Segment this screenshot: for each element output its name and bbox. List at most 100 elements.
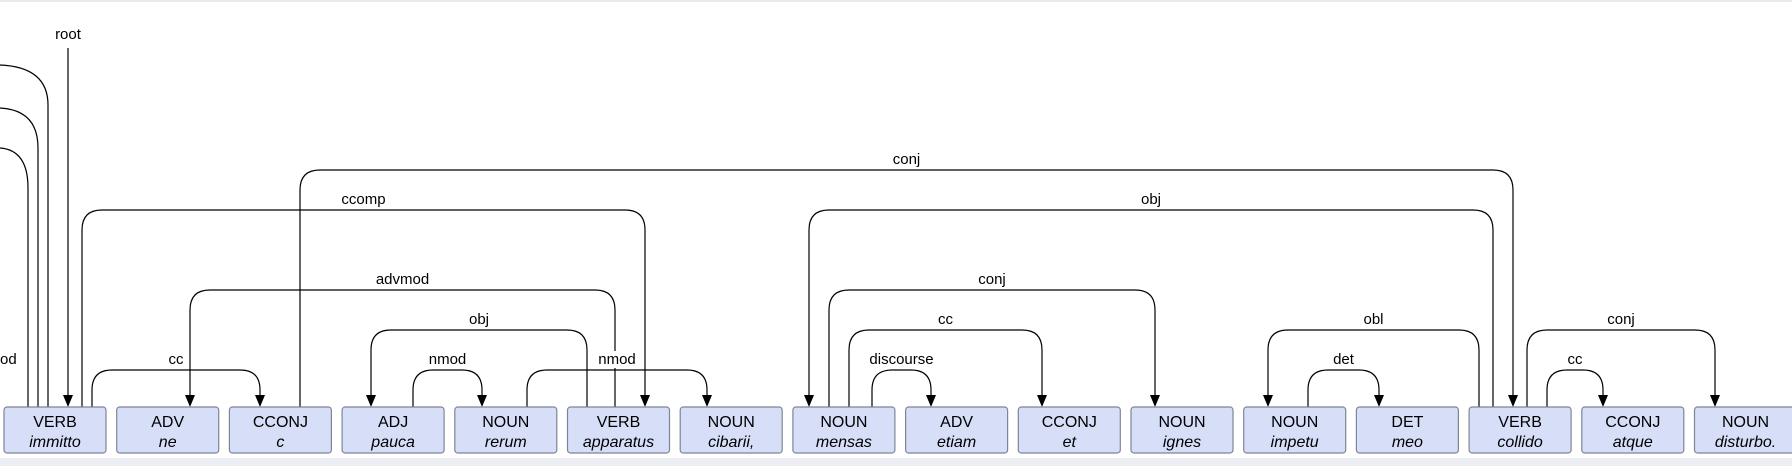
token-word: ignes [1163,434,1201,451]
token-box [228,406,332,454]
token-pos: NOUN [1271,414,1318,431]
token-word: meo [1392,434,1423,451]
token-box [3,406,107,454]
token-word: immitto [29,434,81,451]
dependency-arc [828,289,1156,407]
token-box [566,406,671,454]
token-pos: VERB [1498,414,1542,431]
arc-label: nmod [598,351,636,368]
dependency-arc [848,329,1043,407]
dependency-arc [189,289,616,407]
arrowhead [63,395,73,407]
arc-label: cc [938,311,954,328]
arc-label: conj [1607,311,1635,328]
arc-label: nmod [429,351,467,368]
token-word: apparatus [583,434,654,451]
arc-label-background [374,271,431,288]
dependency-arc [808,209,1494,407]
arrowhead [477,395,487,407]
token-box [904,406,1009,454]
token-word: rerum [485,434,527,451]
token-pos: VERB [33,414,77,431]
token-rerum: NOUN rerum [454,406,558,454]
partial-arc-left [0,147,29,407]
token-et: CCONJ et [1017,406,1121,454]
arrowhead [1263,395,1273,407]
arc-label: cc [1568,351,1584,368]
token-box [1243,406,1347,454]
token-pos: NOUN [1158,414,1205,431]
token-box [116,406,220,454]
arc-label-background [861,351,942,368]
dependency-arc [91,369,261,407]
token-pauca: ADJ pauca [341,406,445,454]
dependency-arc [871,369,932,407]
arrowhead [255,395,265,407]
token-meo: DET meo [1355,406,1460,454]
token-pos: NOUN [482,414,529,431]
dependency-arc [412,369,483,407]
token-atque: CCONJ atque [1581,406,1685,454]
arrowhead [1037,395,1047,407]
token-disturbo: NOUN disturbo. [1693,406,1792,454]
token-pos: CCONJ [1605,414,1660,431]
token-box [1693,406,1792,454]
arrowhead [1508,395,1518,407]
token-box [1581,406,1685,454]
arrowhead [1710,395,1720,407]
arrowhead [366,395,376,407]
token-pos: CCONJ [253,414,308,431]
arc-label-background [933,311,958,328]
token-pos: ADJ [378,414,408,431]
arrowhead [702,395,712,407]
dependency-arc [1526,329,1716,407]
arc-label: conj [893,151,921,168]
token-word: disturbo. [1715,434,1776,451]
partial-arc-left [0,64,49,407]
arrowhead [640,395,650,407]
token-pos: NOUN [708,414,755,431]
arc-label-background [597,351,637,368]
arc-label: cc [169,351,185,368]
arc-label: obl [1363,311,1383,328]
token-pos: NOUN [1722,414,1769,431]
token-box [1017,406,1121,454]
arrowhead [185,395,195,407]
arrowhead [804,395,814,407]
dependency-arc [1307,369,1380,407]
token-pos: DET [1391,414,1423,431]
token-word: pauca [370,434,415,451]
arc-label-background [1563,351,1587,368]
arc-label: ccomp [341,191,385,208]
token-pos: CCONJ [1042,414,1097,431]
arc-label-background [339,191,388,208]
top-border [0,0,1792,2]
token-pos: ADV [151,414,184,431]
arrowhead [1374,395,1384,407]
arc-label-background [886,151,927,168]
token-word: mensas [816,434,872,451]
root-label: root [55,26,82,43]
arc-label: advmod [376,271,429,288]
token-word: et [1063,434,1077,451]
arrowhead [926,395,936,407]
token-word: atque [1613,434,1653,451]
arrowhead [1598,395,1608,407]
tokens-layer: VERBimmittoADVneCCONJcADJpaucaNOUNrerumV… [3,406,1792,454]
arc-label-background [1601,311,1641,328]
dependency-arc [81,209,646,407]
token-mensas: NOUN mensas [792,406,896,454]
arc-label-background [972,271,1012,288]
arc-label-background [164,351,188,368]
arc-label: discourse [869,351,933,368]
token-pos: NOUN [820,414,867,431]
arc-label-background [1327,351,1360,368]
